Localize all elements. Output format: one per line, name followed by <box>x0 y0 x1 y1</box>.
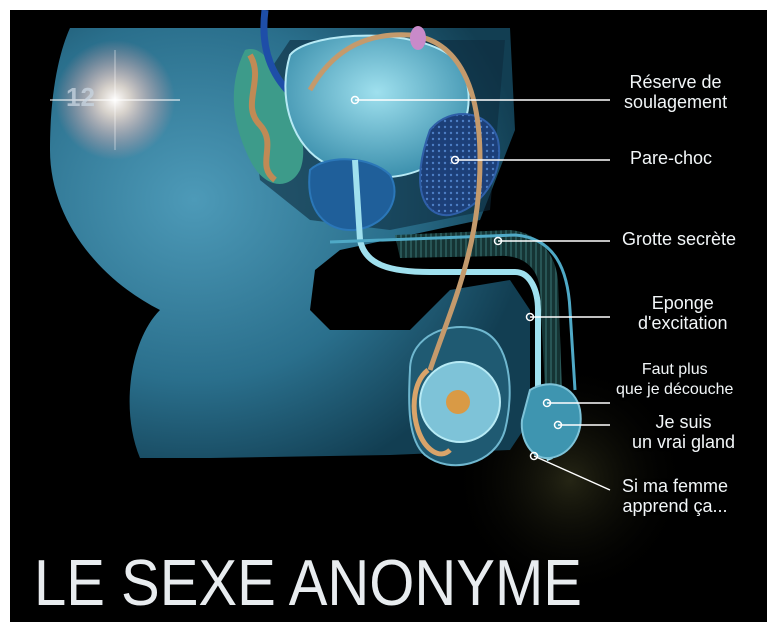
label-eponge: Eponge d'excitation <box>638 293 728 333</box>
image-frame: 12 Réserve de soulagement Pare-choc Grot… <box>10 10 767 622</box>
label-reserve: Réserve de soulagement <box>624 72 727 112</box>
seminal-vesicle <box>410 26 426 50</box>
testis-core <box>446 390 470 414</box>
label-faut: Faut plus que je découche <box>616 360 733 400</box>
page-title: LE SEXE ANONYME <box>34 548 582 620</box>
label-grotte: Grotte secrète <box>622 229 736 249</box>
prostate <box>309 159 394 230</box>
label-femme: Si ma femme apprend ça... <box>622 476 728 516</box>
label-gland: Je suis un vrai gland <box>632 412 735 452</box>
label-parechoc: Pare-choc <box>630 148 712 168</box>
number-badge: 12 <box>66 82 95 113</box>
